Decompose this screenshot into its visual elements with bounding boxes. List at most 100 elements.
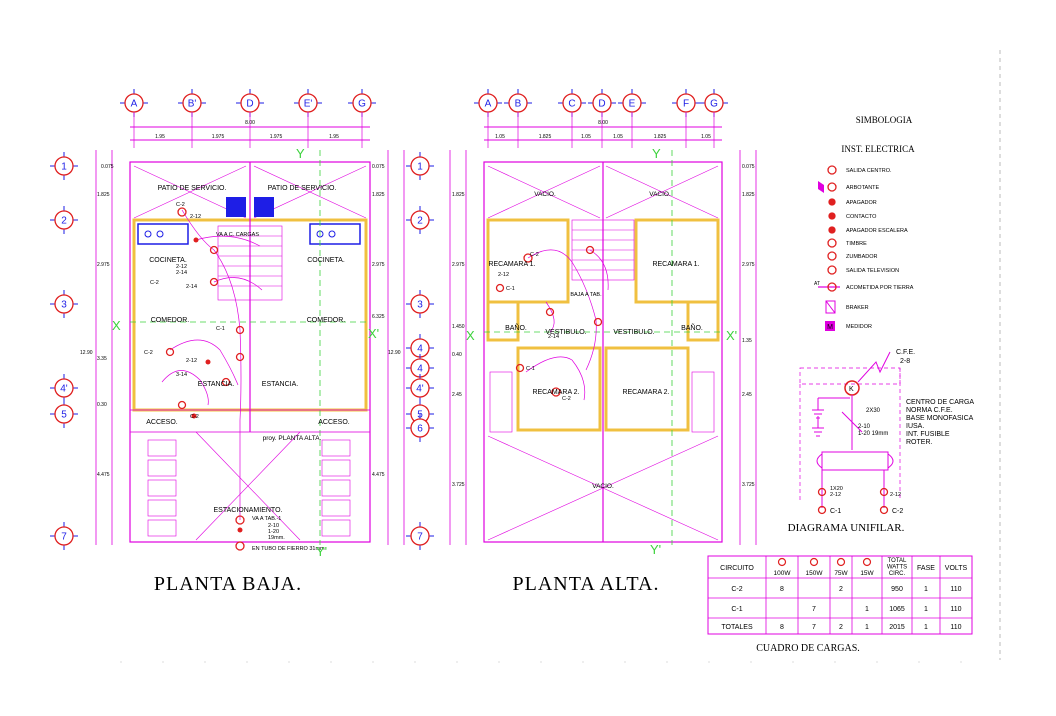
label-alta-c2: C-2 (530, 252, 539, 258)
diag-text-3: BASE MONOFASICA (906, 415, 974, 422)
legend-items: SALIDA CENTRO.ARBOTANTEAPAGADORCONTACTOA… (814, 165, 914, 331)
label-212-b: 2-12 (176, 264, 187, 270)
fixtures-baja (165, 207, 245, 551)
axis-x-left-alta: X (466, 328, 475, 343)
room-bano-left: BAÑO. (505, 323, 527, 332)
vertical-dimension-lines (95, 150, 757, 545)
dim-alta-3: 1.05 (581, 134, 591, 140)
label-314: 3-14 (176, 372, 187, 378)
title-planta-alta: PLANTA ALTA. (513, 573, 660, 595)
label-tubo-fierro: EN TUBO DE FIERRO 31mm (252, 546, 325, 552)
axis-bubble-d: D (236, 89, 264, 117)
dim-alta-6: 1.05 (701, 134, 711, 140)
axis-bubble-alta-f: F (672, 89, 700, 117)
table-cell: 110 (950, 586, 961, 593)
label-alta-c1: C-1 (506, 286, 515, 292)
salida-television-icon (827, 265, 837, 275)
simbologia-legend: SIMBOLOGIA INST. ELECTRICA SALIDA CENTRO… (814, 115, 915, 331)
table-cell: 8 (780, 624, 784, 631)
room-estancia-left: ESTANCIA. (198, 381, 234, 388)
diagrama-unifilar: K C.F.E. 2-8 2X30 2-10 1-20 19mm CENTRO … (788, 349, 975, 534)
c2-wire: 2-12 (890, 492, 901, 498)
vdim-1825-d: 1.825 (742, 192, 755, 198)
axis-y-bottom-alta: Y' (650, 542, 661, 557)
table-cell: 950 (891, 586, 903, 593)
room-estancia-right: ESTANCIA. (262, 381, 298, 388)
row-bubble-left-0: 1 (50, 152, 78, 180)
svg-text:5: 5 (61, 410, 67, 421)
table-header: FASE (917, 565, 935, 572)
svg-text:A: A (131, 99, 138, 110)
legend-subtitle: INST. ELECTRICA (841, 144, 915, 154)
label-212-c: 2-12 (186, 358, 197, 364)
diagram-title: DIAGRAMA UNIFILAR. (788, 522, 905, 534)
svg-text:D: D (246, 99, 253, 110)
row-bubble-left-2: 3 (50, 290, 78, 318)
stairs-baja (217, 225, 283, 301)
room-recamara-1-left: RECAMARA 1. (488, 261, 535, 268)
room-estacionamiento: ESTACIONAMIENTO. (214, 507, 283, 514)
svg-text:K: K (849, 386, 854, 393)
label-baja-tab: BAJA A TAB. (570, 292, 602, 298)
svg-text:F: F (683, 99, 689, 110)
vdim-1825-a: 1.825 (97, 192, 110, 198)
label-c2-c: C-2 (144, 350, 153, 356)
axis-bubble-alta-a: A (474, 89, 502, 117)
svg-text:1: 1 (61, 162, 67, 173)
axis-bubble-alta-e: E (618, 89, 646, 117)
load-center-box (821, 451, 889, 471)
room-vacio-right: VACIO. (649, 191, 671, 198)
table-cell: TOTALES (721, 624, 753, 631)
room-patio-right: PATIO DE SERVICIO. (268, 185, 337, 192)
c1-wire-1: 1X20 (830, 486, 843, 492)
table-header: 100W (774, 570, 792, 577)
c1-label: C-1 (830, 508, 841, 515)
table-cell: 110 (950, 624, 961, 631)
axis-y-top-alta: Y (652, 146, 661, 161)
room-comedor-right: COMEDOR. (307, 317, 346, 324)
svg-text:2: 2 (61, 216, 67, 227)
vacio-x-top (487, 165, 719, 541)
legend-title: SIMBOLOGIA (856, 115, 913, 125)
medidor-icon: M (825, 321, 835, 331)
label-c2-d: C-2 (190, 414, 199, 420)
legend-label: ZUMBADOR (846, 254, 878, 260)
legend-label: TIMBRE (846, 241, 867, 247)
svg-text:E': E' (304, 99, 313, 110)
vdim-2975-c: 2.975 (452, 262, 465, 268)
table-header: TOTAL (888, 558, 907, 564)
table-title: CUADRO DE CARGAS. (756, 643, 860, 654)
vdim-6325: 6.325 (372, 314, 385, 320)
wall-recamara-2-right (604, 346, 690, 432)
contacto-icon (828, 212, 836, 220)
label-214-a: 2-14 (176, 270, 187, 276)
svg-text:7: 7 (61, 532, 67, 543)
zumbador-icon (827, 251, 837, 261)
vdim-245-a: 2.45 (452, 392, 462, 398)
vdim-030-a: 0.30 (97, 402, 107, 408)
svg-text:4': 4' (60, 384, 68, 395)
table-cell: 1 (865, 606, 869, 613)
label-va-tab: VA A TAB.-1 (252, 516, 281, 522)
table-cell: 1 (865, 624, 869, 631)
diag-text-4: IUSA. (906, 423, 924, 430)
diag-text-2: NORMA C.F.E. (906, 407, 953, 414)
vdim-1450: 1.450 (452, 324, 465, 330)
diag-text-6: ROTER. (906, 439, 933, 446)
vdim-2975-b: 2.975 (372, 262, 385, 268)
svg-text:6: 6 (417, 424, 423, 435)
apagador-icon (828, 198, 836, 206)
label-c2-a: C-2 (176, 202, 185, 208)
label-va-c-cargas: VA A C. CARGAS (216, 232, 259, 238)
row-bubble-mid-1: 2 (406, 206, 434, 234)
room-acceso-right: ACCESO. (318, 419, 350, 426)
vdim-4475-a: 4.475 (97, 472, 110, 478)
room-cocineta-left: COCINETA. (149, 257, 187, 264)
dim-alta-4: 1.05 (613, 134, 623, 140)
legend-label: ARBOTANTE (846, 185, 880, 191)
table-cell: C-2 (731, 586, 742, 593)
legend-label: SALIDA CENTRO. (846, 168, 892, 174)
table-cell: 1065 (889, 606, 905, 613)
